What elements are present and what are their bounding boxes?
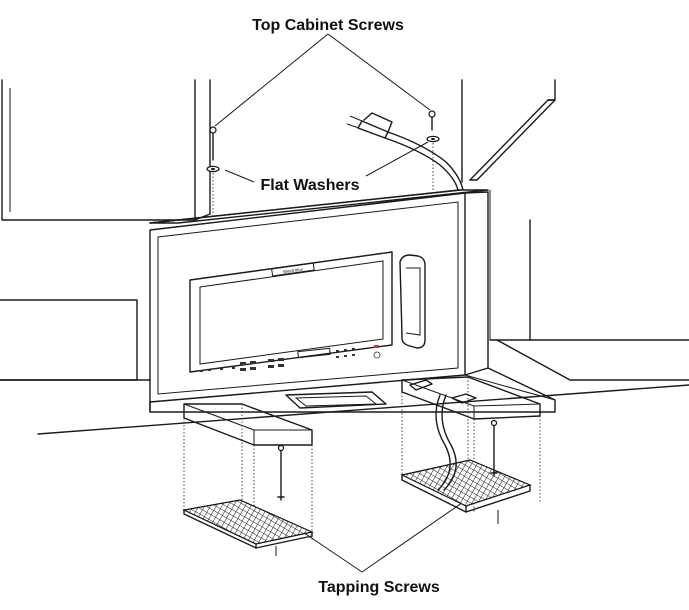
label-flat-washers: Flat Washers <box>261 177 360 194</box>
top-screw-left <box>206 126 220 218</box>
left-filter-assembly <box>182 403 314 556</box>
right-filter-assembly <box>400 376 541 524</box>
brand-plate-label: Electrolux <box>283 267 304 275</box>
label-tapping-screws: Tapping Screws <box>318 579 440 596</box>
control-buttons <box>200 345 381 372</box>
left-lower-cabinet <box>0 299 151 381</box>
power-cord <box>346 112 464 191</box>
grease-filter-right <box>400 459 532 507</box>
countertop-edge <box>37 384 689 435</box>
grease-filter-left <box>182 499 314 545</box>
right-lower-cabinet <box>489 190 689 381</box>
label-top-cabinet-screws: Top Cabinet Screws <box>252 17 404 34</box>
right-upper-cabinet <box>461 79 556 183</box>
microwave-oven <box>149 189 556 413</box>
left-upper-cabinet <box>1 79 211 221</box>
top-screw-right <box>426 110 440 190</box>
